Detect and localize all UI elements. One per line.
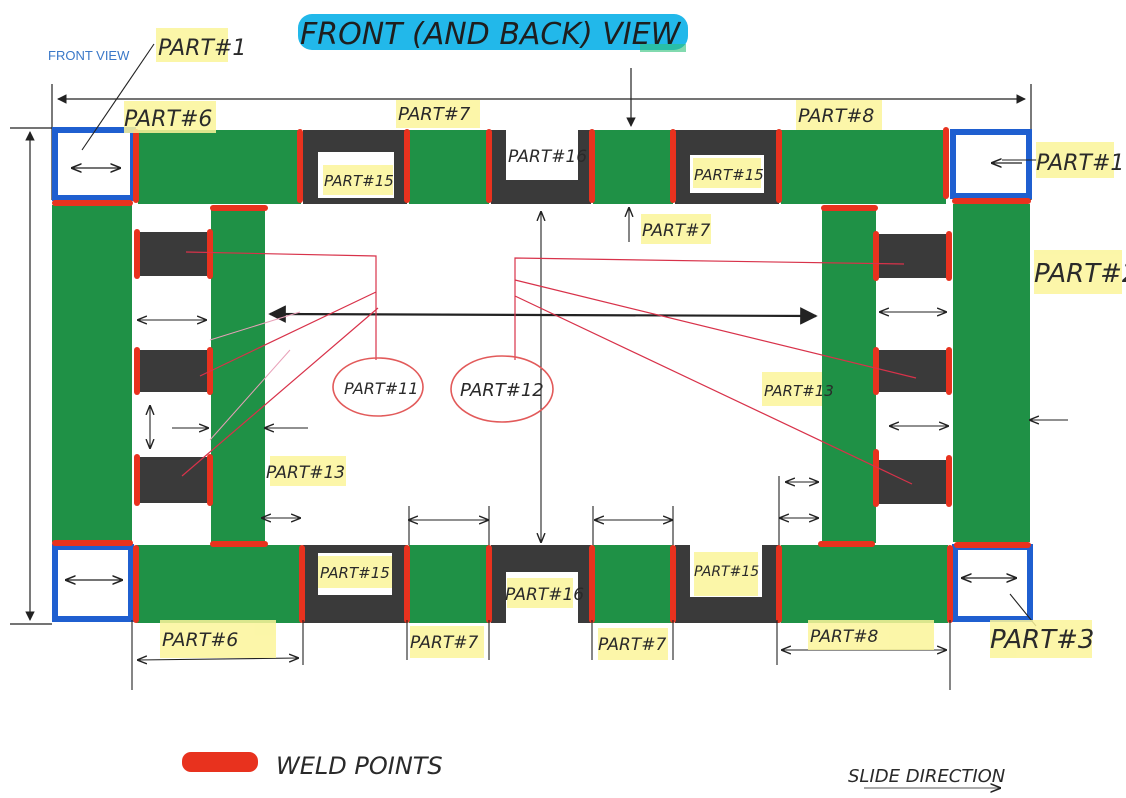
corner-part-1-top-left bbox=[52, 127, 136, 201]
label-part-7-top: PART#7 bbox=[398, 104, 471, 125]
corner-part-1-top-right bbox=[950, 129, 1032, 199]
label-part-13-left: PART#13 bbox=[266, 463, 345, 483]
weld-legend-swatch bbox=[182, 752, 258, 772]
inner-dimensions bbox=[138, 208, 1068, 545]
leader-pink-2 bbox=[209, 349, 291, 441]
label-part-7-mid: PART#7 bbox=[642, 221, 710, 241]
label-part-2: PART#2 bbox=[1034, 259, 1126, 289]
label-highlight bbox=[1034, 250, 1122, 294]
left-crossbar-2 bbox=[140, 350, 210, 392]
top-part-7-a bbox=[409, 130, 489, 204]
center-span-arrow bbox=[268, 305, 818, 325]
left-crossbar-3 bbox=[140, 457, 210, 503]
right-crossbar-3 bbox=[878, 460, 948, 504]
label-highlight bbox=[1036, 142, 1114, 178]
corner-slide-arrows bbox=[66, 163, 1022, 580]
label-highlight bbox=[410, 626, 484, 658]
label-highlight bbox=[507, 578, 573, 608]
title-highlight bbox=[298, 14, 688, 50]
leader-part-11 bbox=[181, 251, 379, 477]
label-highlight bbox=[762, 372, 822, 406]
left-column bbox=[52, 205, 265, 543]
top-part-7-b bbox=[593, 130, 673, 204]
bottom-part-6 bbox=[136, 545, 301, 623]
label-part-7-bottom-b: PART#7 bbox=[598, 635, 666, 655]
right-crossbar-1 bbox=[878, 234, 948, 278]
label-highlight bbox=[808, 620, 934, 650]
legend: WELD POINTS SLIDE DIRECTION bbox=[182, 752, 1005, 788]
label-highlight bbox=[160, 620, 276, 658]
label-part-6-top: PART#6 bbox=[124, 107, 212, 132]
label-highlight bbox=[694, 552, 758, 596]
slide-direction-label: SLIDE DIRECTION bbox=[848, 766, 1005, 787]
title: FRONT (AND BACK) VIEW bbox=[300, 17, 682, 52]
title-block: FRONT (AND BACK) VIEW bbox=[298, 14, 688, 52]
label-highlight bbox=[318, 556, 392, 588]
right-inner-post bbox=[822, 208, 876, 543]
bottom-part-8 bbox=[781, 545, 948, 623]
label-part-8-top: PART#8 bbox=[798, 105, 874, 127]
top-part-16-window bbox=[506, 130, 578, 180]
label-part-15-bottom-right: PART#15 bbox=[694, 564, 759, 580]
bottom-part-7-b bbox=[593, 545, 673, 623]
leader-part-1 bbox=[81, 43, 155, 151]
label-highlight bbox=[990, 620, 1092, 658]
label-highlight bbox=[641, 214, 711, 244]
label-part-15-top-right: PART#15 bbox=[694, 166, 764, 184]
corner-part-3-bottom-right bbox=[952, 544, 1033, 622]
top-part-6 bbox=[138, 130, 301, 204]
label-highlight bbox=[396, 100, 480, 128]
leader-part-12 bbox=[514, 257, 917, 485]
front-view-label: FRONT VIEW bbox=[48, 48, 130, 63]
label-part-15-bottom-left: PART#15 bbox=[320, 564, 390, 582]
label-highlight bbox=[156, 28, 228, 62]
left-crossbar-1 bbox=[140, 232, 210, 276]
label-part-16-bottom: PART#16 bbox=[505, 585, 584, 605]
label-highlights bbox=[124, 28, 1122, 660]
label-part-1-right: PART#1 bbox=[1036, 151, 1124, 176]
part-11-ellipse bbox=[332, 357, 424, 417]
label-part-8-bottom: PART#8 bbox=[810, 627, 878, 647]
left-inner-post bbox=[211, 208, 265, 543]
top-part-8 bbox=[781, 130, 946, 204]
label-highlight bbox=[796, 100, 882, 130]
label-highlight bbox=[270, 456, 346, 486]
label-highlight bbox=[124, 101, 216, 133]
label-part-3: PART#3 bbox=[990, 625, 1094, 655]
part-labels: PART#1 PART#6 PART#7 PART#8 PART#1 PART#… bbox=[124, 36, 1126, 655]
weld-legend-label: WELD POINTS bbox=[276, 752, 443, 780]
corner-part-bottom-left bbox=[52, 544, 134, 622]
label-part-16-top: PART#16 bbox=[508, 147, 587, 167]
label-part-1-top-left: PART#1 bbox=[158, 36, 246, 61]
weld-points bbox=[52, 127, 1031, 623]
label-part-15-top-left: PART#15 bbox=[324, 172, 394, 190]
label-part-13-right: PART#13 bbox=[764, 382, 834, 400]
label-part-6-bottom: PART#6 bbox=[162, 629, 238, 651]
leader-pink-1 bbox=[209, 311, 301, 341]
label-part-12: PART#12 bbox=[460, 380, 544, 401]
label-part-7-bottom-a: PART#7 bbox=[410, 633, 478, 653]
right-outer-post bbox=[953, 204, 1030, 542]
label-highlight bbox=[693, 158, 761, 188]
title-highlight-tail bbox=[640, 44, 686, 52]
label-highlight bbox=[323, 165, 393, 195]
label-highlight bbox=[598, 628, 668, 660]
left-outer-post bbox=[52, 205, 132, 542]
top-rail bbox=[52, 127, 1032, 204]
label-part-11: PART#11 bbox=[344, 379, 418, 398]
right-column bbox=[822, 204, 1030, 543]
part-12-ellipse bbox=[450, 355, 554, 423]
bottom-dim-arrow bbox=[138, 658, 298, 660]
bottom-part-7-a bbox=[409, 545, 489, 623]
